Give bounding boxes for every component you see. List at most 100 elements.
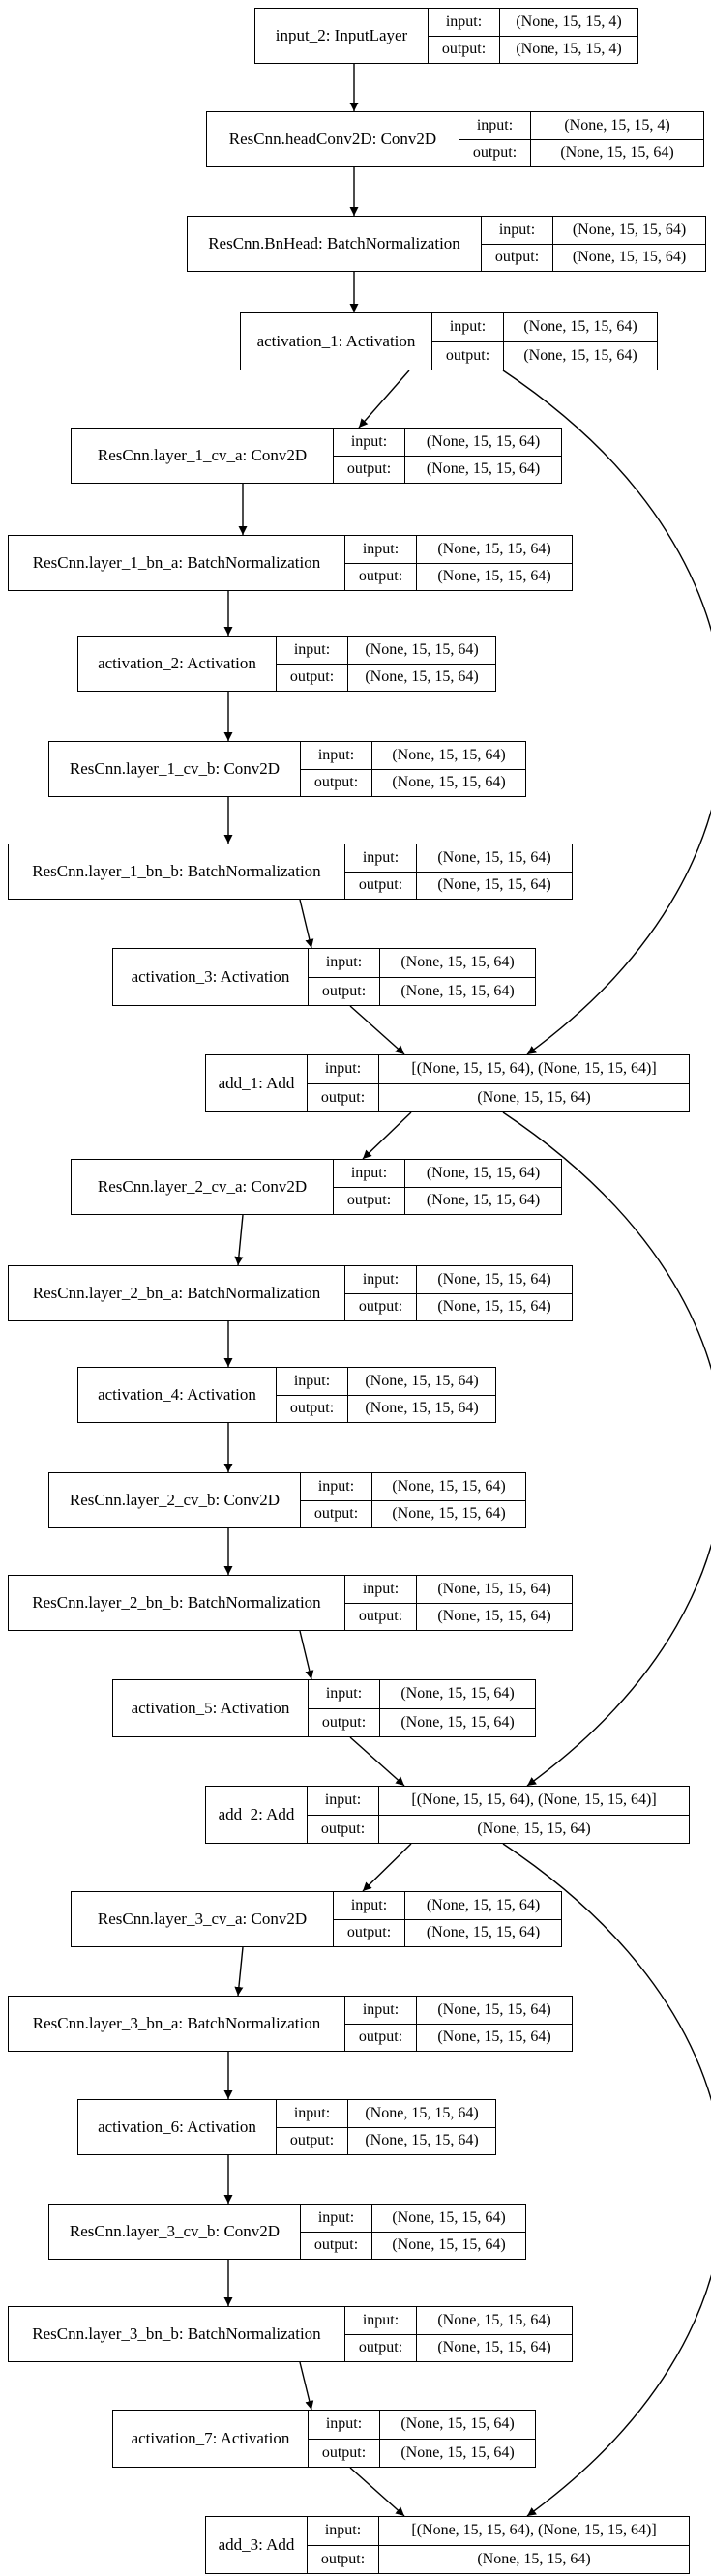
layer-shapes: input:(None, 15, 15, 64)output:(None, 15… [345, 1266, 572, 1320]
output-key: output: [432, 341, 504, 370]
output-row: output: (None, 15, 15, 4) [429, 35, 637, 63]
input-shape: (None, 15, 15, 64) [365, 2104, 479, 2121]
input-row: input:(None, 15, 15, 64) [482, 217, 705, 244]
output-shape: (None, 15, 15, 64) [426, 1924, 541, 1941]
layer-name-cell: ResCnn.layer_1_bn_b: BatchNormalization [9, 844, 345, 899]
layer-name-cell: add_3: Add [206, 2517, 308, 2573]
input-row: input:(None, 15, 15, 64) [277, 1368, 495, 1395]
layer-node: ResCnn.layer_3_cv_b: Conv2D input:(None, … [48, 2204, 526, 2260]
layer-shapes: input:(None, 15, 15, 64)output:(None, 15… [334, 1160, 561, 1214]
input-key: input: [308, 1787, 379, 1815]
output-row: output: (None, 15, 15, 64) [459, 138, 703, 166]
layer-name-cell: ResCnn.layer_1_bn_a: BatchNormalization [9, 536, 345, 590]
input-shape: (None, 15, 15, 64) [437, 1580, 551, 1597]
input-key: input: [301, 1473, 372, 1500]
input-shape: (None, 15, 15, 64) [392, 746, 506, 763]
layer-name: input_2: InputLayer [275, 26, 408, 44]
input-row: input:(None, 15, 15, 64) [334, 1892, 561, 1919]
output-key: output: [301, 2232, 372, 2259]
output-row: output:(None, 15, 15, 64) [309, 2438, 535, 2467]
output-row: output: (None, 15, 15, 64) [309, 1707, 535, 1736]
output-row: output:(None, 15, 15, 64) [345, 1292, 572, 1320]
input-row: input:(None, 15, 15, 64) [334, 429, 561, 456]
layer-shapes: input:(None, 15, 15, 4)output:(None, 15,… [429, 9, 637, 63]
output-shape: (None, 15, 15, 64) [523, 346, 637, 364]
output-shape: (None, 15, 15, 64) [365, 668, 479, 686]
input-shape: (None, 15, 15, 64) [437, 1270, 551, 1288]
output-key: output: [345, 2024, 417, 2051]
output-key: output: [334, 1187, 405, 1214]
layer-shapes: input:(None, 15, 15, 64)output:(None, 15… [309, 949, 535, 1005]
input-row: input:(None, 15, 15, 64) [301, 1473, 525, 1500]
layer-node: add_2: Add input: [(None, 15, 15, 64), (No… [205, 1786, 690, 1844]
input-shape: (None, 15, 15, 4) [564, 116, 670, 133]
output-key: output: [308, 1815, 379, 1843]
layer-name: activation_6: Activation [98, 2117, 256, 2136]
output-key: output: [345, 1603, 417, 1630]
layer-shapes: input:(None, 15, 15, 64)output:(None, 15… [301, 742, 525, 796]
output-shape: (None, 15, 15, 64) [400, 1713, 515, 1731]
layer-name: ResCnn.layer_2_bn_a: BatchNormalization [32, 1284, 321, 1302]
input-key: input: [308, 2517, 379, 2545]
output-row: output:(None, 15, 15, 64) [277, 2126, 495, 2154]
layer-shapes: input: [(None, 15, 15, 64), (None, 15, 15… [308, 1787, 689, 1843]
edge-arrow [234, 1214, 244, 1266]
input-shape: (None, 15, 15, 64) [572, 221, 687, 238]
input-shape: (None, 15, 15, 64) [400, 1685, 515, 1703]
input-row: input:(None, 15, 15, 64) [301, 742, 525, 769]
input-key: input: [334, 429, 405, 456]
input-shape: (None, 15, 15, 64) [400, 954, 515, 971]
layer-name-cell: ResCnn.layer_1_cv_a: Conv2D [72, 429, 334, 483]
output-row: output:(None, 15, 15, 64) [345, 2333, 572, 2361]
output-row: output:(None, 15, 15, 64) [334, 1918, 561, 1946]
output-row: output:(None, 15, 15, 64) [345, 562, 572, 590]
layer-name: add_2: Add [218, 1805, 295, 1823]
output-shape: (None, 15, 15, 64) [392, 1505, 506, 1523]
output-row: output:(None, 15, 15, 64) [482, 243, 705, 271]
input-key: input: [432, 313, 504, 341]
layer-shapes: input:(None, 15, 15, 64)output:(None, 15… [301, 2205, 525, 2259]
layer-shapes: input:(None, 15, 15, 64)output: (None, 15… [432, 313, 657, 370]
input-row: input:(None, 15, 15, 64) [277, 637, 495, 664]
output-key: output: [308, 2545, 379, 2573]
output-shape: (None, 15, 15, 4) [516, 41, 622, 58]
output-shape: (None, 15, 15, 64) [572, 249, 687, 266]
output-key: output: [309, 1708, 380, 1736]
output-key: output: [345, 2334, 417, 2361]
layer-name: ResCnn.layer_3_bn_a: BatchNormalization [32, 2014, 321, 2032]
input-row: input: [(None, 15, 15, 64), (None, 15, 15… [308, 1787, 689, 1815]
layer-name: activation_3: Activation [131, 967, 290, 986]
input-row: input:(None, 15, 15, 64) [345, 2307, 572, 2334]
input-row: input:(None, 15, 15, 4) [459, 112, 703, 139]
output-key: output: [309, 977, 380, 1005]
layer-name: ResCnn.headConv2D: Conv2D [228, 130, 437, 148]
output-row: output:(None, 15, 15, 64) [345, 2023, 572, 2051]
output-shape: (None, 15, 15, 64) [560, 144, 674, 162]
edge-arrow [502, 1843, 711, 2517]
output-row: output: (None, 15, 15, 64) [432, 341, 657, 370]
output-key: output: [459, 139, 531, 166]
input-shape: (None, 15, 15, 64) [437, 540, 551, 557]
output-key: output: [277, 664, 348, 691]
layer-name: ResCnn.layer_3_cv_b: Conv2D [69, 2222, 281, 2240]
input-shape: [(None, 15, 15, 64), (None, 15, 15, 64)] [411, 1060, 657, 1078]
layer-shapes: input:[(None, 15, 15, 64), (None, 15, 15… [308, 2517, 689, 2573]
input-key: input: [345, 1997, 417, 2024]
output-row: output:(None, 15, 15, 64) [301, 1499, 525, 1527]
output-key: output: [277, 1395, 348, 1422]
input-shape: [(None, 15, 15, 64), (None, 15, 15, 64)] [411, 1791, 657, 1809]
input-row: input:(None, 15, 15, 64) [432, 313, 657, 341]
output-key: output: [277, 2127, 348, 2154]
input-key: input: [345, 536, 417, 563]
output-row: output:(None, 15, 15, 64) [301, 2231, 525, 2259]
output-key: output: [429, 36, 500, 63]
